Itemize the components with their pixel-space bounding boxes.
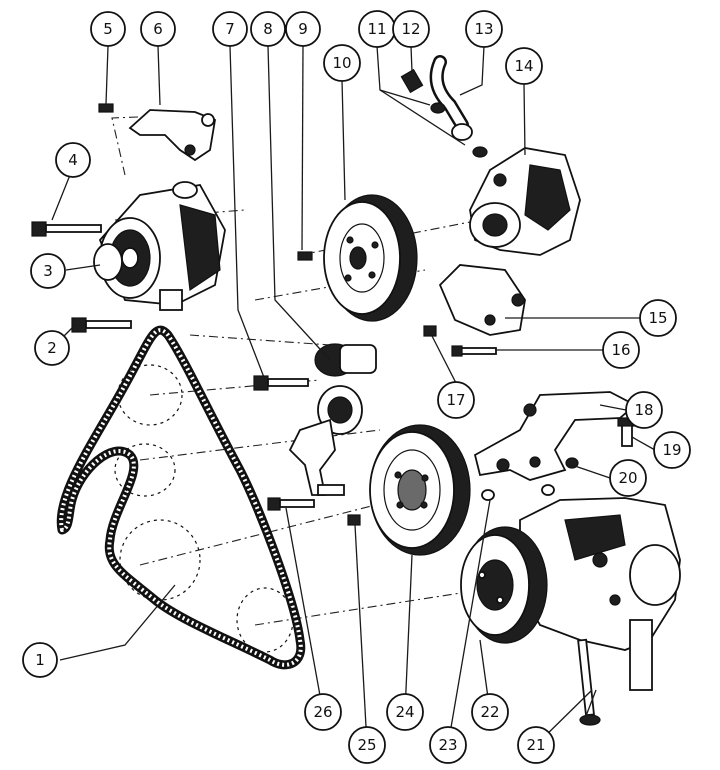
callout-7: 7 [212,11,248,47]
callout-26: 26 [304,693,342,731]
callout-6: 6 [140,11,176,47]
svg-text:13: 13 [474,20,493,38]
svg-text:5: 5 [103,20,113,38]
svg-text:21: 21 [526,736,545,754]
svg-text:8: 8 [263,20,273,38]
bolt-25 [347,514,361,526]
bolt-9 [297,251,313,261]
dowel-23 [481,484,555,501]
bolt-17 [423,325,437,337]
pump-hose-fitting [429,55,473,141]
svg-text:15: 15 [648,309,667,327]
bolt-26 [267,497,315,511]
compressor-bracket [473,391,637,481]
svg-text:11: 11 [367,20,386,38]
callout-16: 16 [602,331,640,369]
svg-text:19: 19 [662,441,681,459]
bolt-7 [253,375,309,391]
callout-15: 15 [639,299,677,337]
callout-22: 22 [471,693,509,731]
callout-13: 13 [465,10,503,48]
callout-18: 18 [625,391,663,429]
callout-10: 10 [323,44,361,82]
svg-text:22: 22 [480,703,499,721]
bolt-4 [31,221,102,237]
svg-text:16: 16 [611,341,630,359]
callout-25: 25 [348,726,386,764]
callout-4: 4 [55,142,91,178]
svg-text:20: 20 [618,469,637,487]
callout-14: 14 [505,47,543,85]
svg-text:26: 26 [313,703,332,721]
ac-compressor [519,497,681,691]
alternator [93,181,226,311]
svg-text:6: 6 [153,20,163,38]
bolt-2 [71,317,132,333]
svg-text:18: 18 [634,401,653,419]
compressor-clutch-pulley [460,526,548,644]
svg-text:17: 17 [446,391,465,409]
pump-bracket [438,264,526,336]
callout-12: 12 [392,10,430,48]
callout-11: 11 [358,10,396,48]
sealing-washers [430,102,488,158]
crankshaft-pulley [369,424,471,556]
pump-pulley [323,194,418,322]
callout-3: 3 [30,253,66,289]
bolt-16 [451,345,497,357]
banjo-bolt [400,68,424,94]
callout-17: 17 [437,381,475,419]
callout-5: 5 [90,11,126,47]
svg-text:23: 23 [438,736,457,754]
svg-text:25: 25 [357,736,376,754]
callout-21: 21 [517,726,555,764]
svg-text:7: 7 [225,20,235,38]
svg-text:14: 14 [514,57,533,75]
belt-tensioner [288,343,377,496]
drive-belt [56,325,306,670]
svg-text:10: 10 [332,54,351,72]
bolt-21 [577,638,601,726]
bolt-5 [98,103,114,113]
svg-text:3: 3 [43,262,53,280]
alternator-bracket [128,109,217,162]
callout-24: 24 [386,693,424,731]
svg-text:4: 4 [68,151,78,169]
svg-text:12: 12 [401,20,420,38]
callout-1: 1 [22,642,58,678]
callout-23: 23 [429,726,467,764]
svg-text:24: 24 [395,703,414,721]
callout-19: 19 [653,431,691,469]
svg-text:1: 1 [35,651,45,669]
svg-text:9: 9 [298,20,308,38]
callout-9: 9 [285,11,321,47]
callout-20: 20 [609,459,647,497]
leader-lines [51,45,656,746]
svg-text:2: 2 [47,339,57,357]
callout-2: 2 [34,330,70,366]
power-steering-pump [469,147,581,256]
callout-8: 8 [250,11,286,47]
